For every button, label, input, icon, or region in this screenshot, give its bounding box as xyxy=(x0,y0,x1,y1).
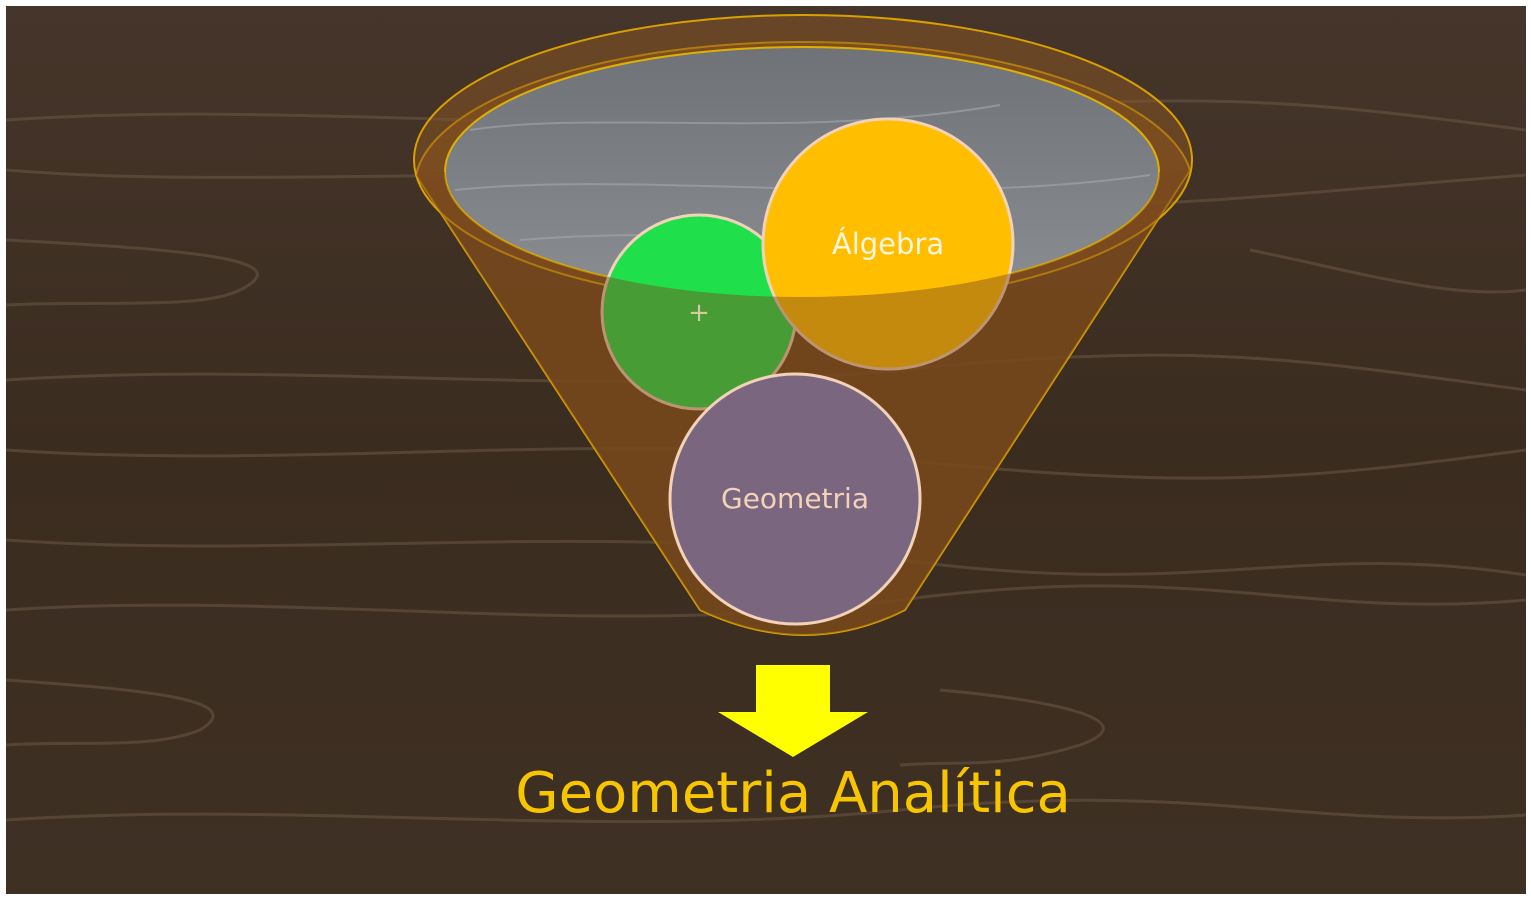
circle-plus-label: + xyxy=(688,298,710,328)
circle-geometria xyxy=(668,372,922,626)
result-label: Geometria Analítica xyxy=(515,761,1071,826)
circle-algebra-label: Álgebra xyxy=(832,227,944,261)
circle-algebra xyxy=(761,117,1015,371)
circle-geometria-label: Geometria xyxy=(721,482,869,515)
down-arrow-icon xyxy=(718,665,868,757)
